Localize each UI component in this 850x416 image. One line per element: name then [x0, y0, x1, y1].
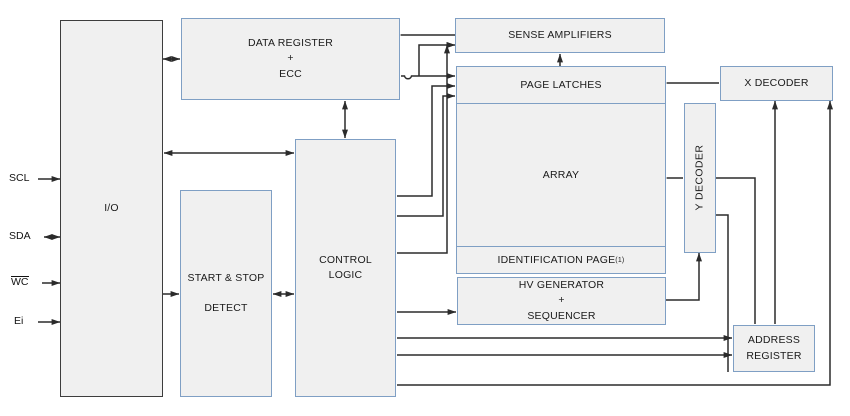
control-logic-line2: LOGIC	[328, 269, 363, 281]
hv-generator-line1: HV GENERATOR	[518, 279, 605, 292]
hv-generator-line3: SEQUENCER	[527, 309, 596, 322]
pin-label-scl: SCL	[9, 172, 30, 184]
control-logic-line1: CONTROL	[319, 253, 372, 266]
hv-generator-line2: +	[558, 294, 565, 307]
memory-divider-bottom	[457, 246, 665, 247]
block-sense-amplifiers[interactable]: SENSE AMPLIFIERS	[455, 18, 665, 53]
page-latches-label: PAGE LATCHES	[520, 79, 602, 91]
block-control-logic[interactable]: CONTROL LOGIC	[295, 139, 396, 397]
address-register-line2: REGISTER	[746, 349, 802, 362]
block-io[interactable]: I/O	[60, 20, 163, 397]
block-x-decoder[interactable]: X DECODER	[720, 66, 833, 101]
pin-label-wc-text: WC	[11, 276, 29, 288]
block-start-stop-detect[interactable]: START & STOP DETECT	[180, 190, 272, 397]
identification-page-footnote: (1)	[615, 256, 625, 264]
block-identification-page[interactable]: IDENTIFICATION PAGE(1)	[457, 246, 665, 274]
block-io-label: I/O	[104, 201, 119, 214]
data-register-line1: DATA REGISTER	[247, 37, 334, 50]
pin-label-sda: SDA	[9, 230, 31, 242]
identification-page-label: IDENTIFICATION PAGE	[497, 254, 616, 266]
pin-label-ei: Ei	[14, 315, 24, 327]
block-memory-stack: PAGE LATCHES ARRAY IDENTIFICATION PAGE(1…	[456, 66, 666, 274]
y-decoder-label: Y DECODER	[693, 145, 706, 211]
sense-amplifiers-label: SENSE AMPLIFIERS	[508, 28, 612, 41]
block-hv-generator-sequencer[interactable]: HV GENERATOR + SEQUENCER	[457, 277, 666, 325]
block-address-register[interactable]: ADDRESS REGISTER	[733, 325, 815, 372]
array-label: ARRAY	[542, 168, 580, 181]
block-data-register-ecc[interactable]: DATA REGISTER + ECC	[181, 18, 400, 100]
data-register-line3: ECC	[279, 67, 302, 80]
block-page-latches[interactable]: PAGE LATCHES	[457, 67, 665, 103]
block-y-decoder[interactable]: Y DECODER	[684, 103, 716, 253]
pin-label-wc: WC	[11, 276, 29, 288]
start-stop-line2: DETECT	[204, 301, 248, 314]
block-array[interactable]: ARRAY	[457, 103, 665, 246]
x-decoder-label: X DECODER	[744, 76, 809, 89]
start-stop-line1: START & STOP	[187, 272, 265, 285]
memory-divider-top	[457, 103, 665, 104]
data-register-line2: +	[287, 52, 294, 65]
address-register-line1: ADDRESS	[747, 334, 801, 347]
